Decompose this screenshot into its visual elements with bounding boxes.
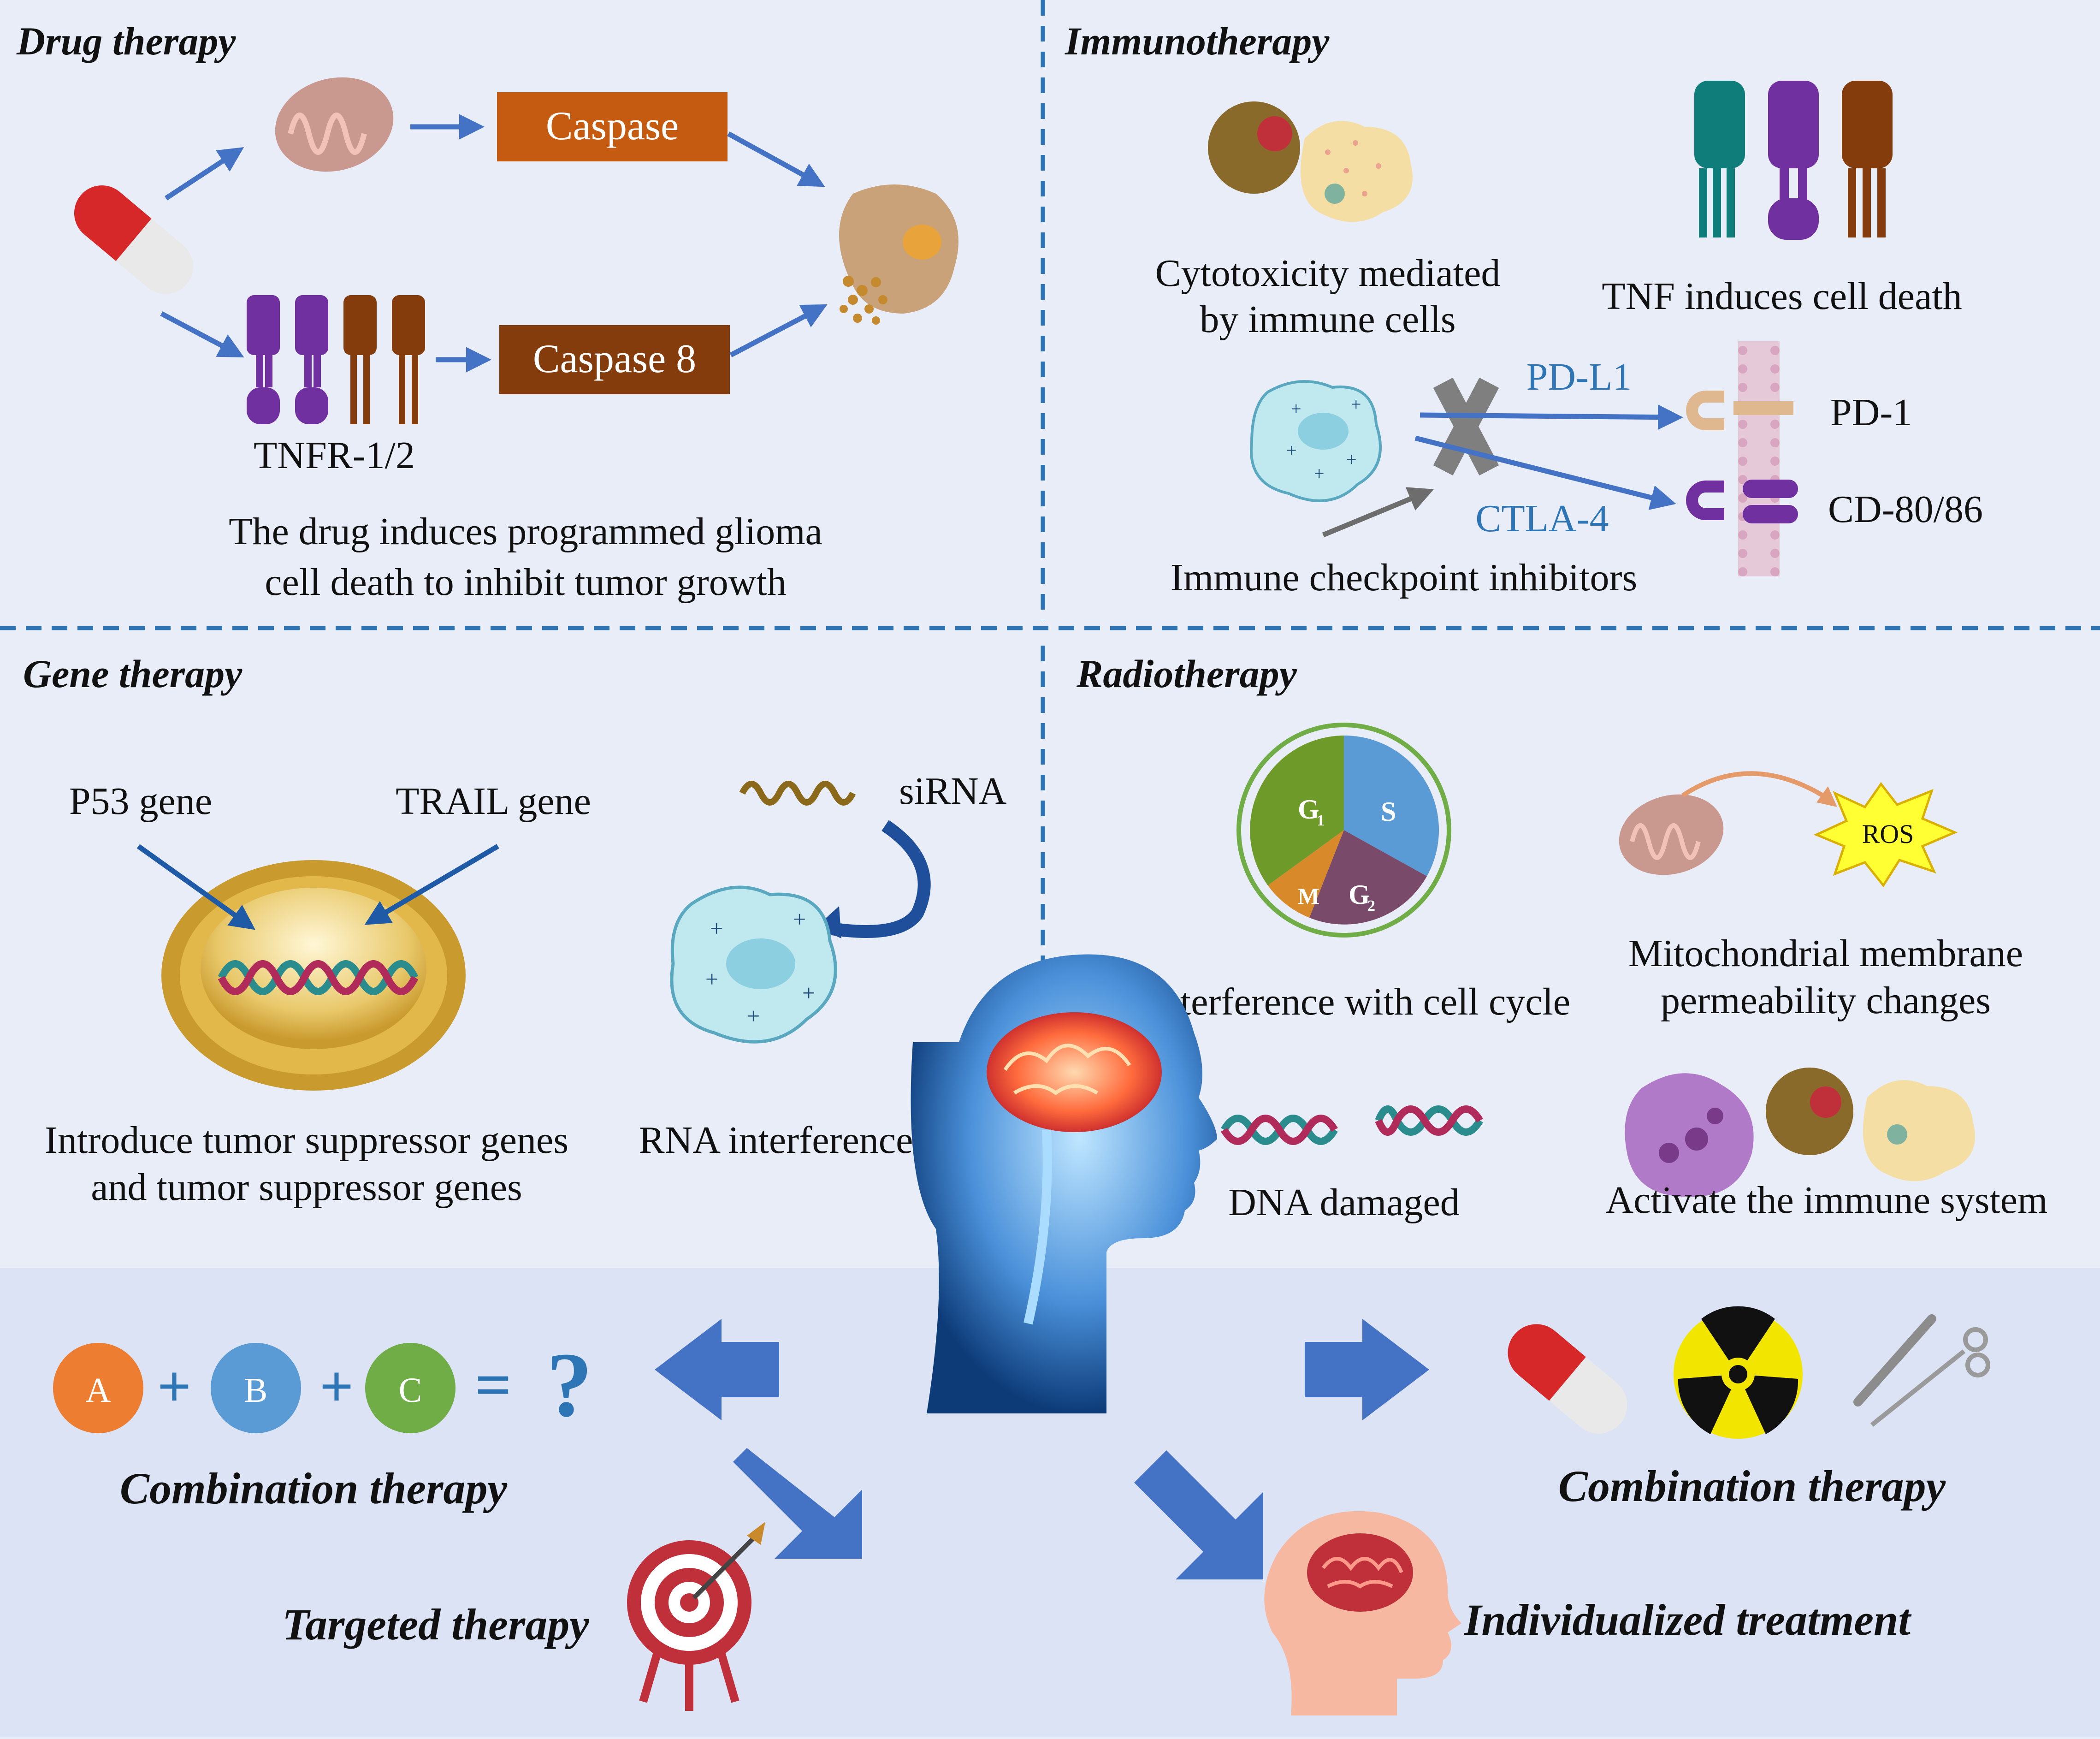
caspase8-box [499, 325, 730, 394]
caspase-box [497, 92, 728, 161]
cytotoxicity-line1: Cytotoxicity mediated [1155, 252, 1501, 295]
tumor-cell-icon: + + + + + [1250, 380, 1382, 502]
ros-burst-icon: ROS [1813, 782, 1958, 888]
g1-subscript: 1 [1317, 812, 1325, 829]
target-icon [627, 1522, 765, 1711]
activated-immune-cells-icon [1625, 1068, 1975, 1197]
svg-text:+: + [1351, 394, 1361, 415]
svg-text:+: + [705, 966, 718, 992]
drug-caption-line1: The drug induces programmed glioma [229, 510, 822, 553]
s-phase-label: S [1381, 796, 1396, 827]
introduce-line2: and tumor suppressor genes [91, 1166, 522, 1209]
down-right-block-arrow [1134, 1450, 1263, 1579]
circle-b [211, 1343, 301, 1433]
plus-1: + [157, 1353, 191, 1420]
p53-label: P53 gene [69, 780, 212, 823]
gene-therapy-panel: Gene therapy P53 gene TRAIL gene siRNA +… [23, 652, 1007, 1209]
circle-c-label: C [399, 1371, 422, 1410]
cd8086-label: CD-80/86 [1828, 488, 1983, 531]
sirna-icon [739, 781, 856, 806]
circle-a-label: A [86, 1371, 111, 1410]
bottom-panel: A + B + C = ? Combination therapy [53, 1306, 1990, 1715]
individualized-label: Individualized treatment [1464, 1595, 1912, 1644]
tnfr-label: TNFR-1/2 [254, 434, 415, 477]
sirna-label: siRNA [899, 770, 1007, 813]
checkpoint-label: Immune checkpoint inhibitors [1171, 556, 1637, 599]
down-left-block-arrow [733, 1448, 862, 1559]
immunotherapy-panel: Immunotherapy Cytotoxicity mediated by i… [1065, 19, 1983, 599]
immune-cells-icon [1208, 101, 1413, 222]
human-head-brain-icon [911, 954, 1217, 1413]
m-phase-label: M [1298, 883, 1319, 909]
ctla4-label: CTLA-4 [1475, 497, 1609, 540]
svg-text:+: + [1291, 398, 1301, 419]
targeted-label: Targeted therapy [282, 1600, 589, 1649]
right-block-arrow [1305, 1319, 1429, 1420]
svg-text:+: + [747, 1003, 760, 1029]
svg-text:+: + [710, 915, 723, 941]
target-cell-icon: + + + + + [670, 885, 837, 1044]
g2-phase-label: G [1349, 879, 1370, 910]
pd1-receptor-icon [1686, 391, 1793, 430]
caspase-label: Caspase [546, 104, 679, 148]
drug-therapy-panel: Drug therapy Caspase [16, 19, 958, 604]
mito-line2: permeability changes [1661, 979, 1991, 1022]
radiotherapy-panel: Radiotherapy G 1 S M G 2 Interference wi… [1076, 652, 2047, 1224]
sirna-arrowhead [816, 906, 841, 938]
mitochondrion-icon [275, 77, 394, 172]
question-mark: ? [546, 1334, 592, 1436]
capsule-icon-bottom [1508, 1324, 1627, 1434]
cell-cycle-label: Interference with cell cycle [1148, 980, 1570, 1023]
ros-label: ROS [1862, 819, 1914, 849]
drug-therapy-title: Drug therapy [16, 19, 236, 63]
circle-c [365, 1343, 455, 1433]
drug-caption-line2: cell death to inhibit tumor growth [265, 561, 786, 604]
svg-text:+: + [1346, 449, 1357, 470]
plus-2: + [319, 1353, 354, 1420]
caspase8-label: Caspase 8 [533, 337, 696, 381]
cytotoxicity-line2: by immune cells [1200, 298, 1455, 341]
radiation-icon [1674, 1306, 1803, 1439]
sirna-curved-arrow [819, 820, 931, 938]
rnai-label: RNA interference [639, 1119, 913, 1162]
activate-immune-label: Activate the immune system [1606, 1179, 2048, 1222]
trail-label: TRAIL gene [396, 780, 591, 823]
combination-right-label: Combination therapy [1558, 1461, 1946, 1511]
tnf-receptors-icon [1694, 81, 1893, 240]
capsule-icon [74, 185, 193, 294]
cell-cycle-icon: G 1 S M G 2 [1236, 723, 1451, 938]
mito-line1: Mitochondrial membrane [1628, 932, 2023, 975]
dna-damaged-label: DNA damaged [1228, 1181, 1460, 1224]
surgical-tools-icon [1853, 1314, 1990, 1427]
radiotherapy-title: Radiotherapy [1076, 652, 1297, 696]
cd8086-receptor-icon [1686, 480, 1798, 523]
tnfr-receptors-icon [247, 295, 425, 424]
g2-subscript: 2 [1367, 897, 1375, 914]
pd1-label: PD-1 [1830, 391, 1912, 434]
svg-text:+: + [1286, 440, 1297, 461]
pdl1-label: PD-L1 [1526, 356, 1632, 398]
g1-phase-label: G [1298, 794, 1319, 825]
svg-text:+: + [802, 980, 815, 1006]
left-block-arrow [655, 1319, 779, 1420]
svg-text:+: + [793, 906, 806, 932]
combination-left-label: Combination therapy [120, 1464, 508, 1513]
damaged-dna-icon [1221, 1105, 1483, 1145]
circle-a [53, 1343, 143, 1433]
gene-therapy-title: Gene therapy [23, 652, 243, 696]
equals-sign: = [475, 1349, 512, 1421]
circle-b-label: B [244, 1371, 268, 1410]
head-profile-brain-icon [1264, 1511, 1461, 1715]
introduce-line1: Introduce tumor suppressor genes [45, 1119, 568, 1162]
tnf-label: TNF induces cell death [1602, 275, 1962, 318]
mitochondrion-icon-radio [1619, 794, 1724, 875]
cell-membrane-icon [1738, 341, 1780, 576]
svg-text:+: + [1314, 463, 1325, 484]
dna-helix-icon [218, 960, 419, 995]
apoptotic-cell-icon [839, 184, 958, 325]
immunotherapy-title: Immunotherapy [1065, 19, 1330, 63]
